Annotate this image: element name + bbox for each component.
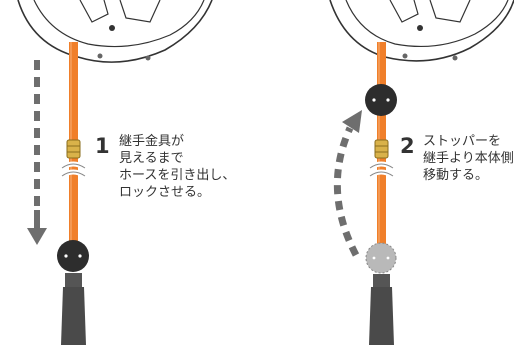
stopper-icon [57, 240, 89, 272]
step-1-text: 継手金具が 見えるまで ホースを引き出し、 ロックさせる。 [119, 133, 235, 201]
panel-step-1 [17, 0, 213, 345]
pull-down-arrow-icon [27, 60, 47, 245]
step-1-line-3: ホースを引き出し、 [119, 168, 236, 183]
step-2-text: ストッパーを 継手より本体側へ 移動する。 [423, 133, 514, 184]
hose-fitting-icon [66, 139, 81, 159]
step-1-line-2: 見えるまで [119, 151, 184, 166]
hose-fitting-icon [374, 139, 389, 159]
stopper-ghost-icon [365, 242, 397, 274]
hose-reel-icon [329, 0, 514, 62]
hose-reel-icon [17, 0, 213, 63]
panel-step-2 [329, 0, 514, 345]
stopper-icon [365, 84, 397, 116]
step-1-line-1: 継手金具が [119, 134, 185, 149]
step-2-clip: 2 ストッパーを 継手より本体側へ 移動する。 [396, 130, 514, 210]
hose-grip-icon [61, 273, 86, 345]
step-2-line-3: 移動する。 [423, 168, 489, 183]
hose-grip-icon [369, 274, 394, 345]
step-2-line-1: ストッパーを [423, 134, 502, 149]
step-1-line-4: ロックさせる。 [119, 185, 211, 200]
step-2-line-2: 継手より本体側へ [423, 151, 514, 166]
move-up-arrow-icon [333, 110, 362, 257]
step-2-number: 2 [400, 134, 415, 158]
step-1-number: 1 [95, 134, 110, 158]
